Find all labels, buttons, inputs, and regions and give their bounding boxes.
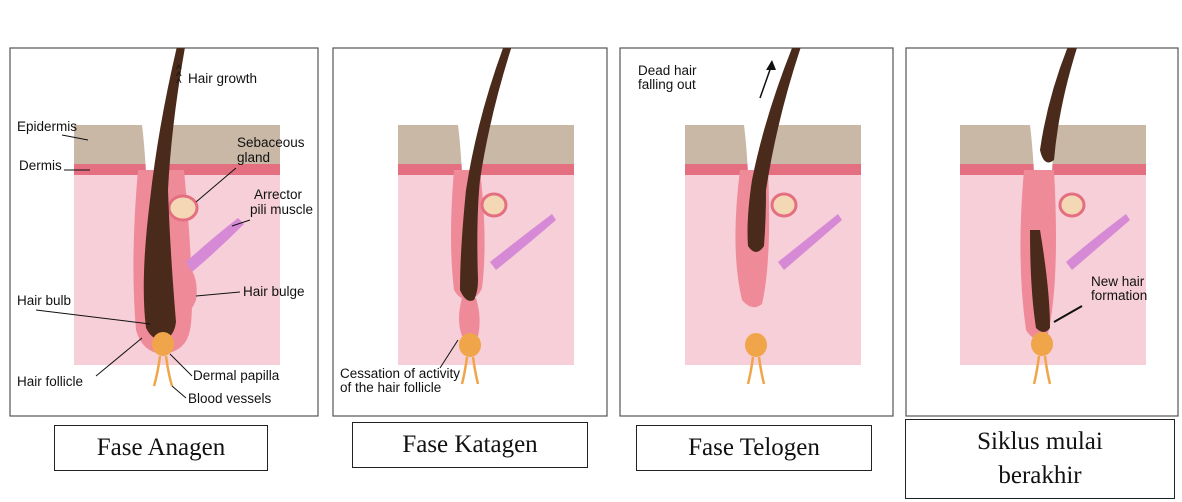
panel-anagen: ^ ^ ^ Hair growth Epidermis Dermis Sebac… — [10, 10, 318, 416]
panel-new-cycle: New hair formation — [906, 10, 1178, 416]
caption-text-line2: berakhir — [998, 459, 1081, 493]
caption-text: Fase Katagen — [402, 428, 537, 462]
label-sebaceous-1: Sebaceous — [237, 135, 305, 150]
arrow-mark: ^ — [176, 76, 182, 90]
dermis-band — [398, 164, 574, 175]
sebaceous-gland — [1060, 194, 1084, 216]
label-hair-bulge: Hair bulge — [243, 284, 305, 299]
label-blood-vessels: Blood vessels — [188, 391, 272, 406]
dermal-papilla-shape — [152, 332, 174, 356]
sebaceous-gland — [169, 196, 197, 220]
caption-new-cycle: Siklus mulai berakhir — [905, 419, 1175, 499]
label-arrector-1: Arrector — [254, 187, 303, 202]
caption-text-line1: Siklus mulai — [977, 425, 1103, 459]
caption-telogen: Fase Telogen — [636, 425, 872, 471]
label-new-1: New hair — [1091, 274, 1145, 289]
dermal-papilla-shape — [1031, 332, 1053, 356]
label-hair-bulb: Hair bulb — [17, 293, 71, 308]
panel-katagen: Cessation of activity of the hair follic… — [333, 10, 607, 416]
dermis-band — [685, 164, 861, 175]
dermal-papilla-shape — [459, 333, 481, 357]
panel-telogen: Dead hair falling out — [620, 10, 893, 416]
label-hair-follicle: Hair follicle — [17, 374, 83, 389]
label-new-2: formation — [1091, 288, 1147, 303]
label-hair-growth: Hair growth — [188, 71, 257, 86]
caption-text: Fase Telogen — [688, 431, 820, 465]
label-dermis: Dermis — [19, 158, 62, 173]
label-cessation-2: of the hair follicle — [340, 380, 441, 395]
label-arrector-2: pili muscle — [250, 202, 313, 217]
follicle-tail — [459, 298, 480, 336]
sebaceous-gland — [772, 194, 796, 216]
label-epidermis: Epidermis — [17, 119, 77, 134]
dermal-papilla-shape — [745, 333, 767, 357]
label-dead-2: falling out — [638, 77, 696, 92]
label-dead-1: Dead hair — [638, 63, 697, 78]
caption-katagen: Fase Katagen — [352, 422, 588, 468]
caption-text: Fase Anagen — [97, 431, 225, 465]
label-dermal-papilla: Dermal papilla — [193, 368, 280, 383]
label-cessation-1: Cessation of activity — [340, 366, 460, 381]
caption-anagen: Fase Anagen — [54, 425, 268, 471]
sebaceous-gland — [482, 194, 506, 216]
label-sebaceous-2: gland — [237, 150, 270, 165]
